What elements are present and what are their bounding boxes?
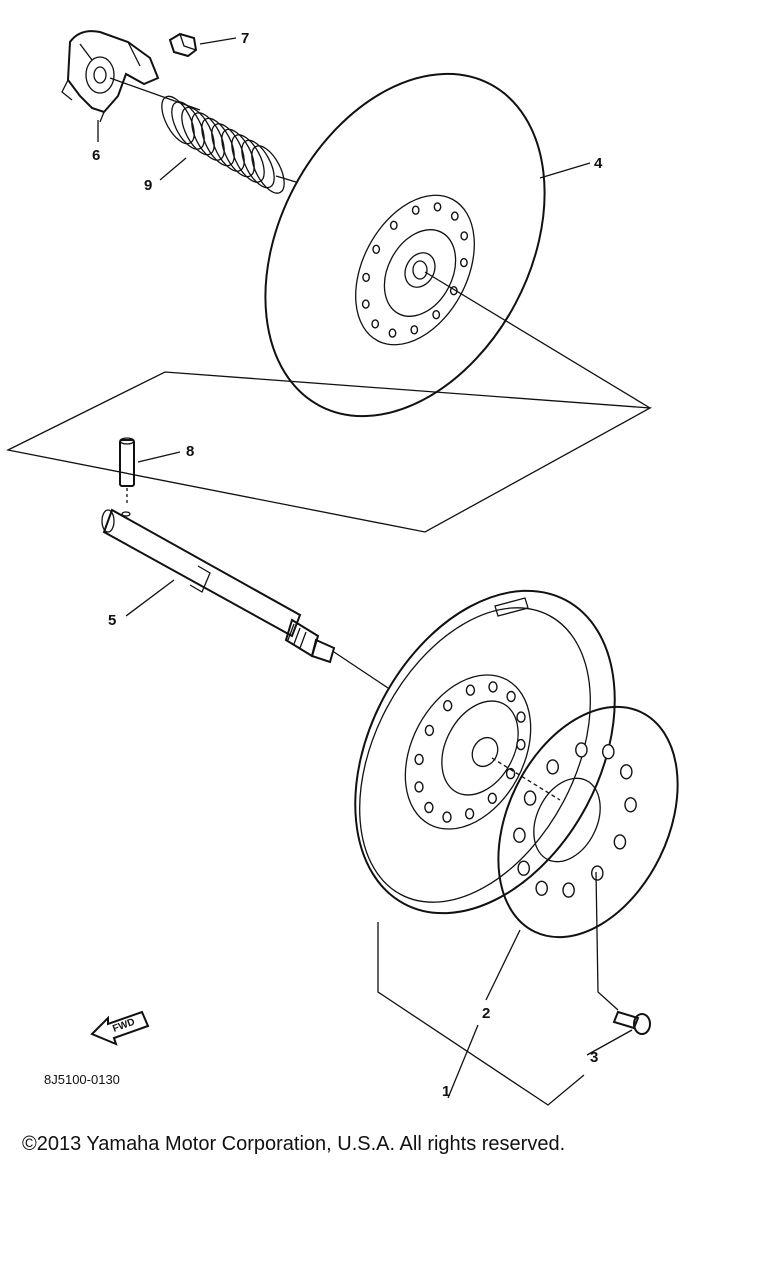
shaft: [101, 508, 389, 689]
bolt-hole: [535, 880, 549, 896]
drawing-code: 8J5100-0130: [44, 1072, 120, 1087]
leader-4-axis: [424, 271, 651, 409]
sheave-upper: [264, 72, 546, 418]
spring-coil: [191, 112, 225, 161]
spring-coil: [201, 117, 235, 167]
label-part-4: 4: [594, 155, 603, 172]
label-part-3: 3: [590, 1049, 598, 1066]
spring-coil: [211, 123, 245, 172]
label-part-6: 6: [92, 147, 100, 164]
bolt-hole: [371, 319, 380, 329]
spring-end: [275, 175, 297, 183]
spring-coil: [221, 128, 255, 178]
copyright-notice: ©2013 Yamaha Motor Corporation, U.S.A. A…: [22, 1133, 566, 1155]
bolt-hole: [620, 764, 633, 780]
bolt-hole: [411, 205, 420, 215]
bolt-hole: [424, 724, 435, 737]
bolt-hole: [523, 790, 537, 806]
fwd-arrow-icon: FWD: [90, 1010, 150, 1046]
bolt-hole: [517, 860, 531, 876]
fixed-sheave: [354, 589, 616, 915]
label-part-7: 7: [241, 30, 249, 47]
bolt-hole: [433, 202, 442, 212]
label-part-5: 5: [108, 612, 116, 629]
bolt-hole: [459, 257, 468, 268]
cam-bracket: [61, 30, 160, 123]
bolt-hole: [442, 811, 452, 823]
label-part-8: 8: [186, 443, 194, 460]
spring-coil: [171, 101, 205, 150]
bolt-hole: [464, 808, 475, 820]
assembly-box: [5, 371, 653, 533]
spring-coil: [181, 106, 215, 156]
bolt-hole: [372, 244, 381, 255]
bolt-hole: [575, 742, 588, 758]
bolt-hole: [513, 827, 526, 843]
bolt-hole: [432, 310, 441, 320]
spring-coil: [231, 134, 265, 183]
label-part-2: 2: [482, 1005, 490, 1022]
bolt-hole: [414, 753, 424, 766]
bolt-hole: [602, 744, 615, 760]
bolt-hole: [361, 299, 370, 309]
label-part-9: 9: [144, 177, 152, 194]
bolt-hole: [465, 684, 476, 696]
bolt-hole: [487, 792, 497, 804]
spring: [161, 95, 297, 194]
bolt-hole: [362, 272, 370, 283]
bolt-hole: [562, 882, 575, 898]
bolt-hole: [516, 738, 526, 751]
spring-coil: [161, 95, 195, 145]
bolt-hole: [389, 220, 398, 231]
spring-coil: [251, 145, 285, 194]
bolt-hole: [424, 801, 434, 814]
bolt-hole: [410, 325, 419, 335]
bolt-hole: [546, 759, 560, 775]
axis-line-lower: [491, 757, 561, 801]
bolt-hole: [516, 711, 526, 723]
bolt: [612, 1010, 651, 1035]
bolt-hole: [460, 231, 469, 241]
bolt-hole: [591, 865, 604, 881]
leader-lines: [97, 37, 633, 1106]
bolt-hole: [488, 681, 498, 693]
dowel-pin: [119, 437, 135, 506]
bolt-hole: [506, 690, 516, 703]
bolt-hole: [624, 797, 637, 813]
bolt-hole: [450, 211, 459, 221]
flat-plate: [497, 705, 679, 939]
label-part-1: 1: [442, 1083, 450, 1100]
bolt-hole: [388, 328, 397, 338]
small-pin: [168, 32, 198, 58]
bolt-hole: [613, 834, 627, 850]
spring-coil: [241, 139, 275, 189]
bolt-hole: [414, 781, 424, 793]
bolt-hole: [443, 700, 453, 712]
leader-3-bolt: [595, 871, 619, 1011]
